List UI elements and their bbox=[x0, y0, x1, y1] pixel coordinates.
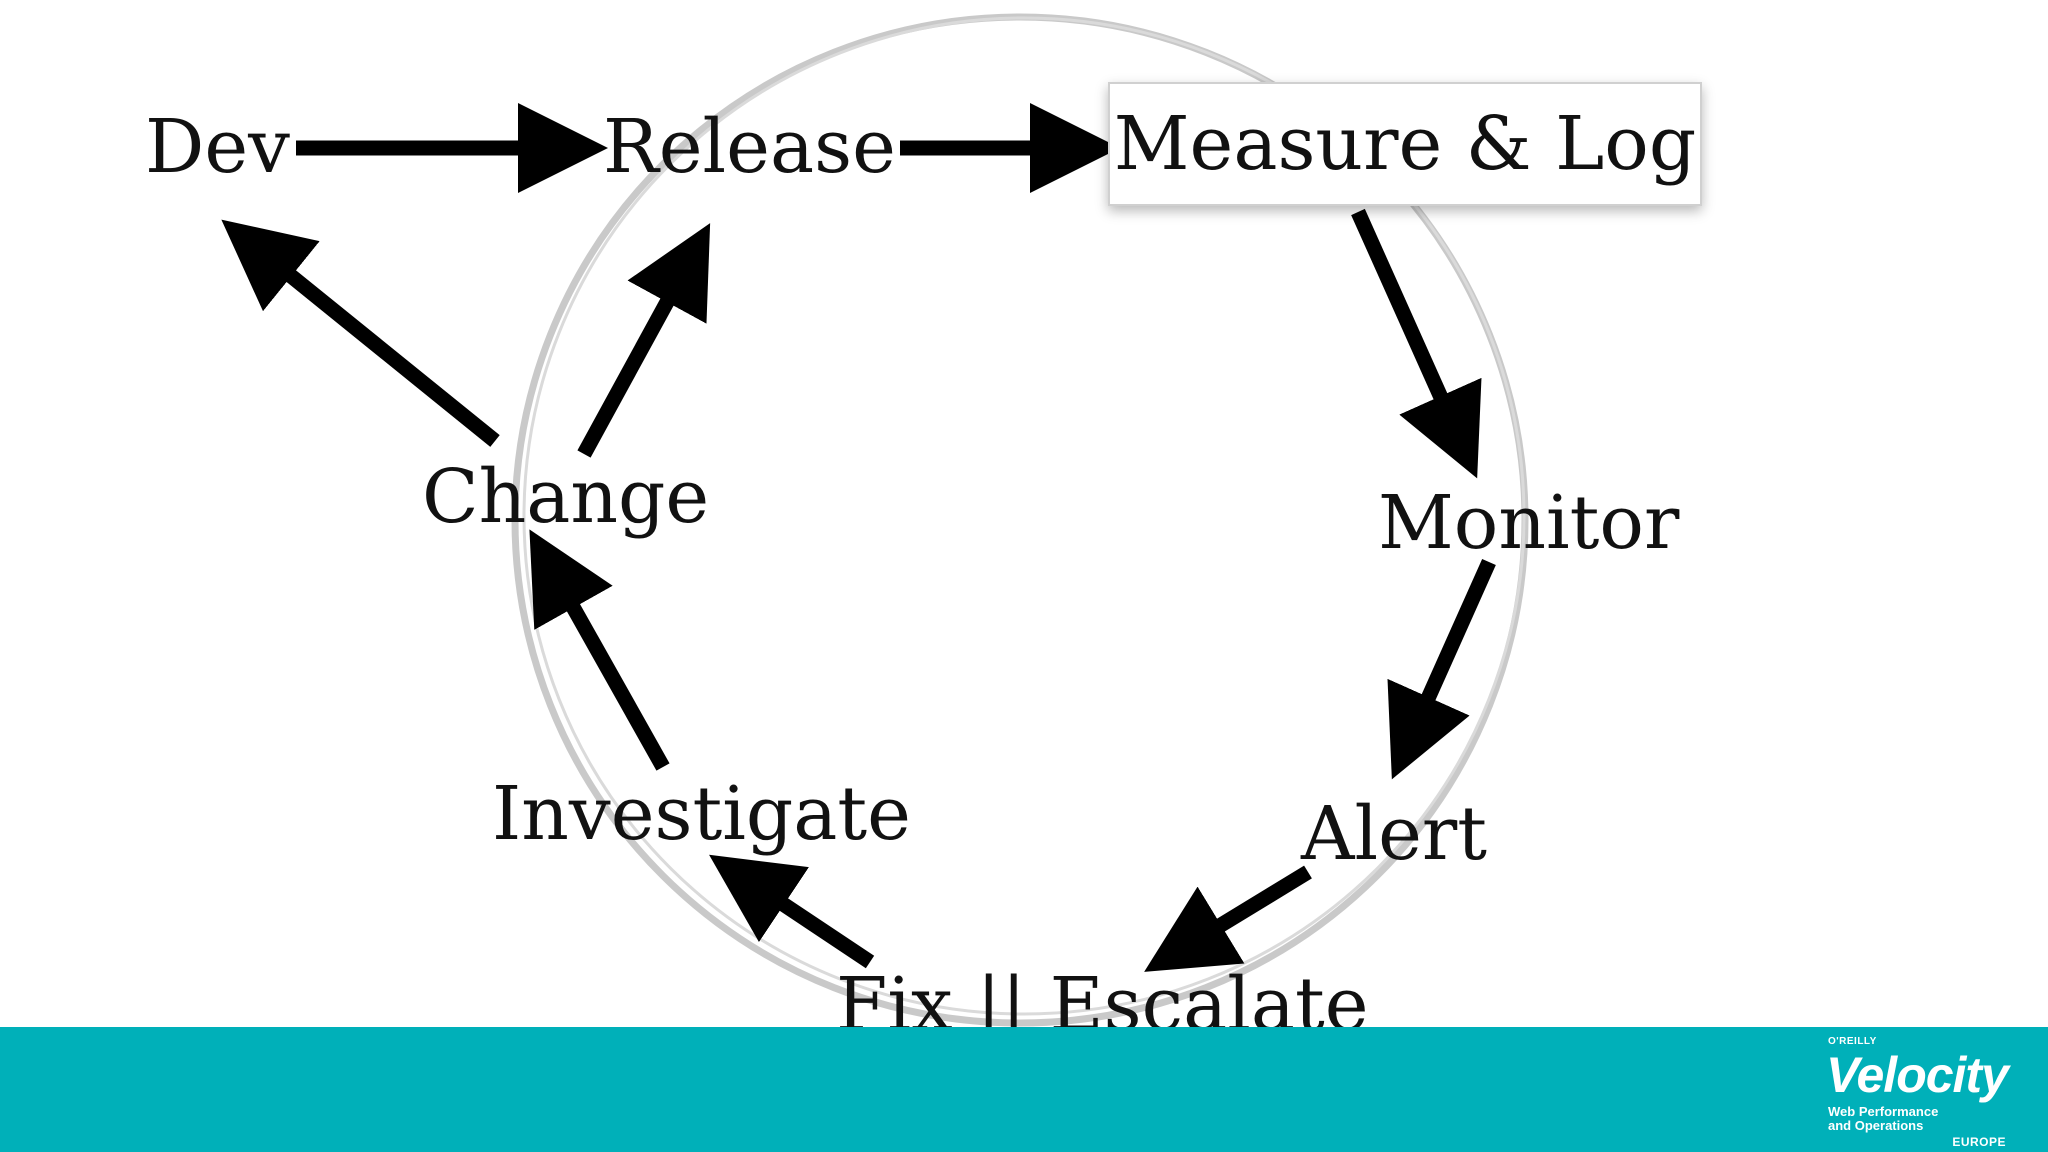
node-measure-log: Measure & Log bbox=[1108, 82, 1702, 206]
arrow-change-to-dev bbox=[221, 219, 500, 447]
arrow-alert-to-fix bbox=[1144, 865, 1312, 972]
arrow-monitor-to-alert bbox=[1387, 558, 1496, 780]
logo-brand: Velocity bbox=[1826, 1047, 2009, 1103]
node-alert: Alert bbox=[1301, 791, 1488, 877]
node-change: Change bbox=[422, 454, 710, 540]
logo-tagline-2: and Operations bbox=[1828, 1118, 1924, 1133]
arrow-fix-to-investigate bbox=[709, 854, 875, 969]
logo-publisher: O'REILLY bbox=[1828, 1036, 1877, 1047]
arrow-change-to-release bbox=[577, 223, 711, 458]
arrows bbox=[221, 103, 1496, 972]
node-release: Release bbox=[603, 104, 896, 190]
footer-bar bbox=[0, 1027, 2048, 1152]
background-cycle-circle bbox=[511, 13, 1529, 1027]
arrow-investigate-to-change bbox=[529, 529, 670, 771]
arrow-measure-to-monitor bbox=[1351, 208, 1482, 479]
logo-region: EUROPE bbox=[1952, 1135, 2006, 1149]
node-investigate: Investigate bbox=[492, 771, 911, 857]
velocity-logo: O'REILLY Velocity Web Performance and Op… bbox=[1826, 1036, 2018, 1149]
logo-tagline-1: Web Performance bbox=[1828, 1104, 1939, 1119]
node-dev: Dev bbox=[145, 104, 290, 190]
node-monitor: Monitor bbox=[1378, 480, 1680, 566]
node-measure-log-label: Measure & Log bbox=[1113, 101, 1697, 187]
